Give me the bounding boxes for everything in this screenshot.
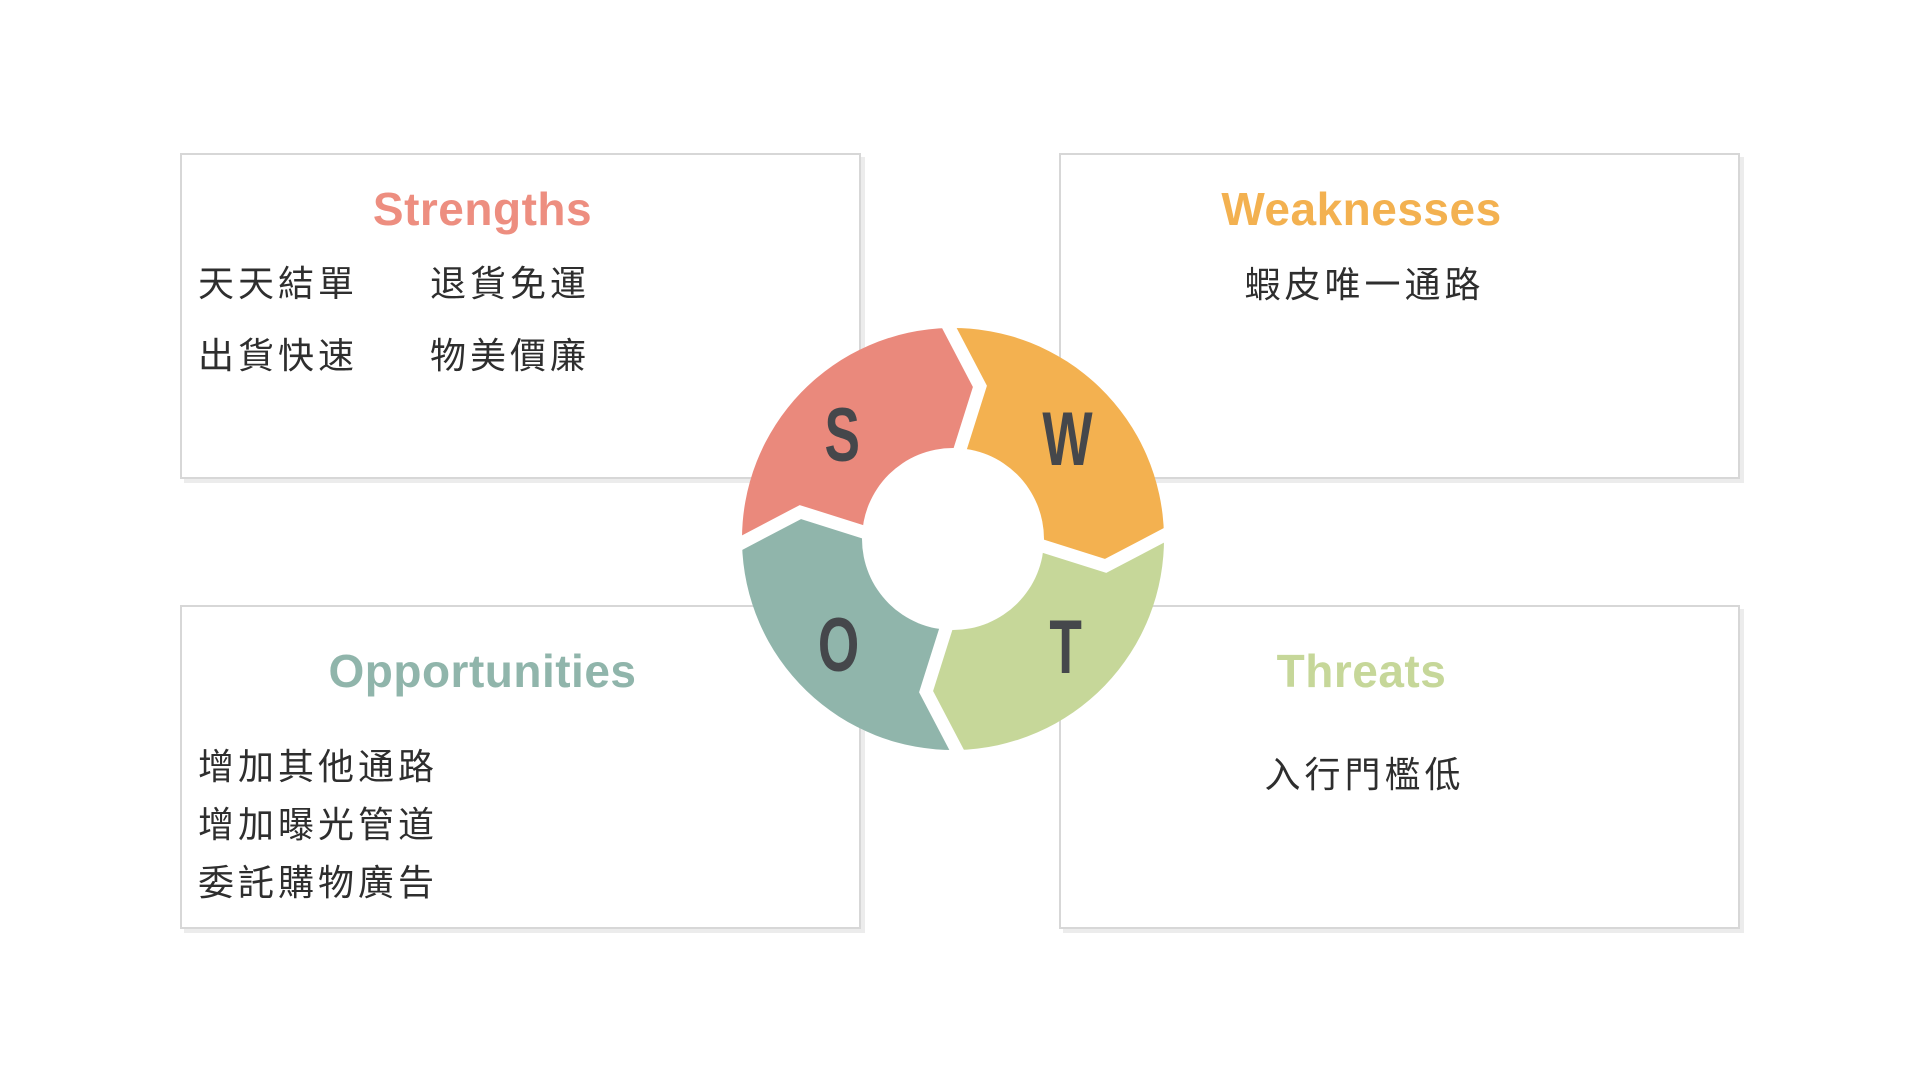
item-text: 委託購物廣告 xyxy=(198,862,439,903)
weaknesses-title: Weaknesses xyxy=(1221,183,1502,235)
item-text: 物美價廉 xyxy=(430,335,591,376)
swot-letter-strengths: S xyxy=(824,393,859,478)
opportunities-items: 增加其他通路增加曝光管道委託購物廣告 xyxy=(198,738,438,912)
swot-letter-weaknesses: W xyxy=(1042,397,1092,482)
swot-segment-strengths xyxy=(741,328,980,543)
wheel-center-hole xyxy=(862,448,1044,630)
item-text: 天天結單 xyxy=(198,263,359,304)
segment-divider-arrow xyxy=(919,617,967,759)
item-text: 出貨快速 xyxy=(198,335,359,376)
item-text: 蝦皮唯一通路 xyxy=(1244,264,1485,305)
item-text: 入行門檻低 xyxy=(1264,754,1465,795)
opportunities-title: Opportunities xyxy=(328,645,637,697)
opportunities-panel: Opportunities 增加其他通路增加曝光管道委託購物廣告 xyxy=(180,605,861,929)
segment-divider-arrow xyxy=(939,319,987,461)
strengths-panel: Strengths 天天結單 退貨免運出貨快速 物美價廉 xyxy=(180,153,861,479)
swot-letter-opportunities: O xyxy=(818,603,859,688)
swot-segment-threats xyxy=(926,535,1165,750)
threats-panel: Threats 入行門檻低 xyxy=(1059,605,1740,929)
strengths-title: Strengths xyxy=(372,183,593,235)
swot-segment-weaknesses xyxy=(949,327,1164,566)
swot-cycle-diagram: S W T O xyxy=(733,319,1173,759)
segment-divider-arrow xyxy=(1031,525,1173,573)
swot-segment-opportunities xyxy=(742,512,957,751)
item-text: 退貨免運 xyxy=(430,263,591,304)
item-text: 增加其他通路 xyxy=(198,746,439,787)
weaknesses-items: 蝦皮唯一通路 xyxy=(1061,263,1668,307)
weaknesses-panel: Weaknesses 蝦皮唯一通路 xyxy=(1059,153,1740,479)
swot-letter-threats: T xyxy=(1049,605,1081,690)
threats-items: 入行門檻低 xyxy=(1061,753,1668,797)
strengths-items: 天天結單 退貨免運出貨快速 物美價廉 xyxy=(198,261,590,379)
segment-divider-arrow xyxy=(733,505,875,553)
item-text: 增加曝光管道 xyxy=(198,804,439,845)
threats-title: Threats xyxy=(1276,645,1447,697)
